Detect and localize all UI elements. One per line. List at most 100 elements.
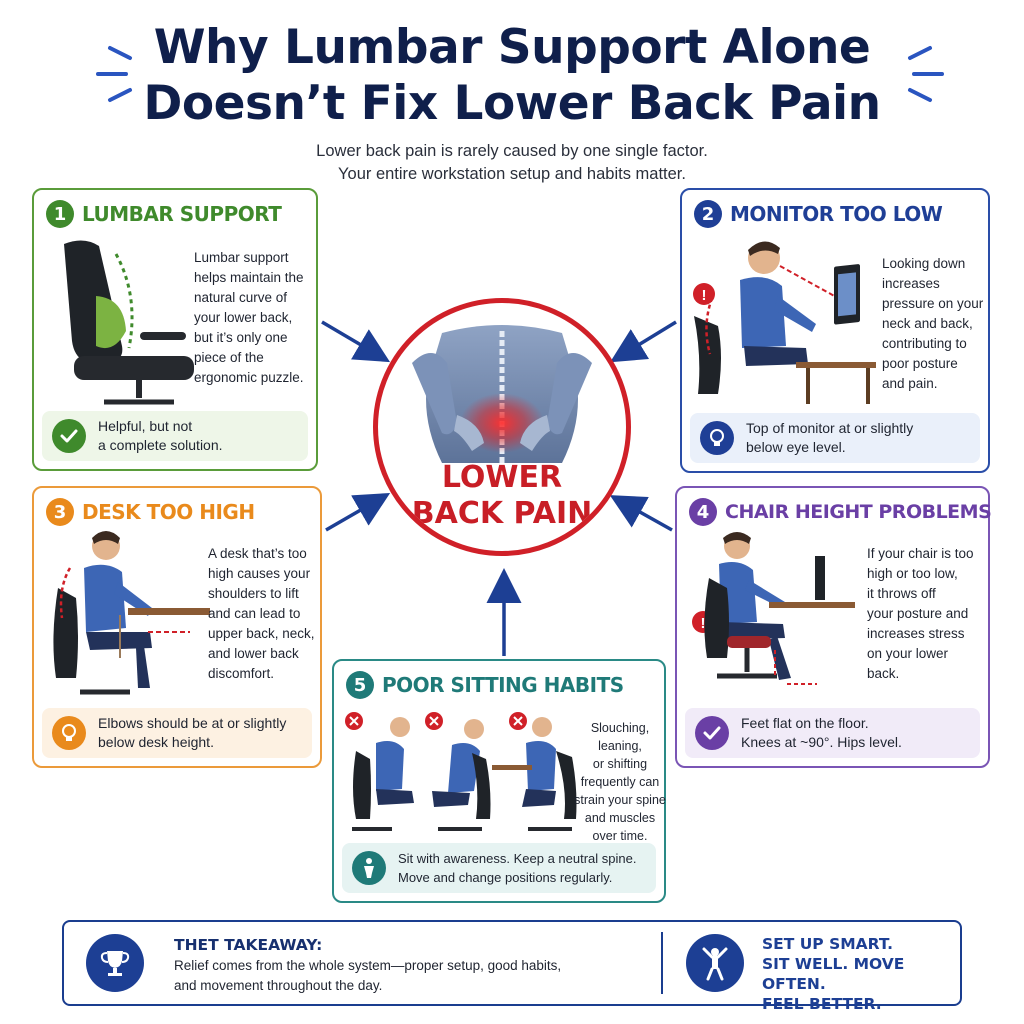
body-line: and can lead to xyxy=(208,606,301,621)
body-line: frequently can xyxy=(580,775,660,789)
card-body: Lumbar support helps maintain the natura… xyxy=(194,248,304,388)
card-number-badge: 3 xyxy=(46,498,74,526)
leaning-figure xyxy=(425,712,491,831)
body-line: increases xyxy=(882,276,940,291)
arrow-from-card-1 xyxy=(321,320,391,363)
body-line: A desk that’s too xyxy=(208,546,307,561)
body-line: your lower back, xyxy=(194,310,293,325)
body-line: helps maintain the xyxy=(194,270,304,285)
subtitle-line-2: Your entire workstation setup and habits… xyxy=(338,165,686,183)
slogan-line-1: SET UP SMART. xyxy=(762,935,893,953)
card-number-badge: 4 xyxy=(689,498,717,526)
check-icon xyxy=(52,419,86,453)
card-tip: Helpful, but not a complete solution. xyxy=(42,411,308,461)
body-line: and pain. xyxy=(882,376,938,391)
card-body: If your chair is too high or too low, it… xyxy=(867,544,974,684)
svg-text:!: ! xyxy=(701,615,706,632)
card-tip: Sit with awareness. Keep a neutral spine… xyxy=(342,843,656,893)
center-circle: LOWER BACK PAIN xyxy=(373,298,631,556)
body-line: shoulders to lift xyxy=(208,586,299,601)
warning-icon xyxy=(693,283,715,305)
body-line: and muscles xyxy=(584,811,656,825)
takeaway-text-block: THET TAKEAWAY: Relief comes from the who… xyxy=(174,936,561,996)
card-body: Slouching, leaning, or shifting frequent… xyxy=(574,719,666,845)
card-number-badge: 5 xyxy=(346,671,374,699)
chair-lumbar-illustration xyxy=(64,240,194,405)
body-line: Lumbar support xyxy=(194,250,289,265)
card-title: MONITOR TOO LOW xyxy=(730,202,943,226)
takeaway-line-2: and movement throughout the day. xyxy=(174,978,383,993)
svg-text:!: ! xyxy=(702,287,707,304)
footer-divider xyxy=(661,932,663,994)
body-line: on your lower xyxy=(867,646,949,661)
center-label-line-2: BACK PAIN xyxy=(411,496,593,531)
tip-text: Feet flat on the floor. Knees at ~90°. H… xyxy=(741,715,902,750)
card-body: A desk that’s too high causes your shoul… xyxy=(208,544,315,684)
back-anatomy-illustration xyxy=(412,325,592,463)
body-line: but it’s only one xyxy=(194,330,288,345)
lightbulb-icon xyxy=(52,716,86,750)
card-tip: Feet flat on the floor. Knees at ~90°. H… xyxy=(685,708,980,758)
slouching-figure xyxy=(345,712,414,831)
body-line: and lower back xyxy=(208,646,299,661)
body-line: Looking down xyxy=(882,256,966,271)
arrow-from-card-3 xyxy=(325,493,391,532)
tip-text: Top of monitor at or slightly below eye … xyxy=(746,420,914,455)
arrow-from-card-2 xyxy=(610,320,677,363)
shifting-figure xyxy=(492,712,577,831)
card-title: POOR SITTING HABITS xyxy=(382,673,624,697)
body-line: piece of the xyxy=(194,350,264,365)
lightbulb-icon xyxy=(700,421,734,455)
title-dashes-right xyxy=(908,46,944,102)
body-line: high or too low, xyxy=(867,566,958,581)
body-line: strain your spine xyxy=(574,793,666,807)
card-header: 4 CHAIR HEIGHT PROBLEMS xyxy=(689,498,992,526)
tip-text: Sit with awareness. Keep a neutral spine… xyxy=(398,851,637,885)
slogan-line-2: SIT WELL. MOVE OFTEN. xyxy=(762,955,905,993)
body-line: If your chair is too xyxy=(867,546,974,561)
subtitle-line-1: Lower back pain is rarely caused by one … xyxy=(316,142,708,160)
card-title: LUMBAR SUPPORT xyxy=(82,202,282,226)
title-line-2: Doesn’t Fix Lower Back Pain xyxy=(143,76,881,131)
card-chair-height-problems: 4 CHAIR HEIGHT PROBLEMS ! If your chair … xyxy=(675,486,992,768)
title-dashes-left xyxy=(96,46,132,102)
desk-posture-illustration xyxy=(53,531,210,695)
trophy-icon xyxy=(86,934,144,992)
body-line: pressure on your xyxy=(882,296,984,311)
card-number-badge: 2 xyxy=(694,200,722,228)
slogan-block: SET UP SMART. SIT WELL. MOVE OFTEN. FEEL… xyxy=(762,934,960,1014)
card-tip: Top of monitor at or slightly below eye … xyxy=(690,413,980,463)
monitor-posture-illustration: ! xyxy=(693,241,876,404)
body-line: poor posture xyxy=(882,356,958,371)
card-tip: Elbows should be at or slightly below de… xyxy=(42,708,312,758)
card-lumbar-support: 1 LUMBAR SUPPORT Lumbar support helps ma… xyxy=(32,188,318,471)
body-line: high causes your xyxy=(208,566,311,581)
body-line: natural curve of xyxy=(194,290,288,305)
check-icon xyxy=(695,716,729,750)
card-body: Looking down increases pressure on your … xyxy=(882,254,983,394)
card-monitor-too-low: 2 MONITOR TOO LOW ! Looking down increas… xyxy=(680,188,990,473)
card-poor-sitting-habits: 5 POOR SITTING HABITS xyxy=(332,659,666,903)
card-header: 1 LUMBAR SUPPORT xyxy=(46,200,282,228)
card-number-badge: 1 xyxy=(46,200,74,228)
body-line: neck and back, xyxy=(882,316,973,331)
card-header: 5 POOR SITTING HABITS xyxy=(346,671,624,699)
body-line: ergonomic puzzle. xyxy=(194,370,304,385)
body-line: upper back, neck, xyxy=(208,626,315,641)
card-title: DESK TOO HIGH xyxy=(82,500,255,524)
person-stretching-icon xyxy=(686,934,744,992)
sitting-habits-illustration xyxy=(345,712,577,831)
card-header: 2 MONITOR TOO LOW xyxy=(694,200,943,228)
tip-text: Elbows should be at or slightly below de… xyxy=(98,715,287,750)
subtitle: Lower back pain is rarely caused by one … xyxy=(0,140,1024,186)
body-line: leaning, xyxy=(598,739,642,753)
body-line: it throws off xyxy=(867,586,936,601)
body-line: your posture and xyxy=(867,606,969,621)
title-line-1: Why Lumbar Support Alone xyxy=(153,20,871,75)
chair-height-illustration: ! xyxy=(692,532,855,685)
card-header: 3 DESK TOO HIGH xyxy=(46,498,255,526)
takeaway-heading: THET TAKEAWAY: xyxy=(174,936,323,954)
body-line: Slouching, xyxy=(590,721,650,735)
body-line: back. xyxy=(867,666,900,681)
